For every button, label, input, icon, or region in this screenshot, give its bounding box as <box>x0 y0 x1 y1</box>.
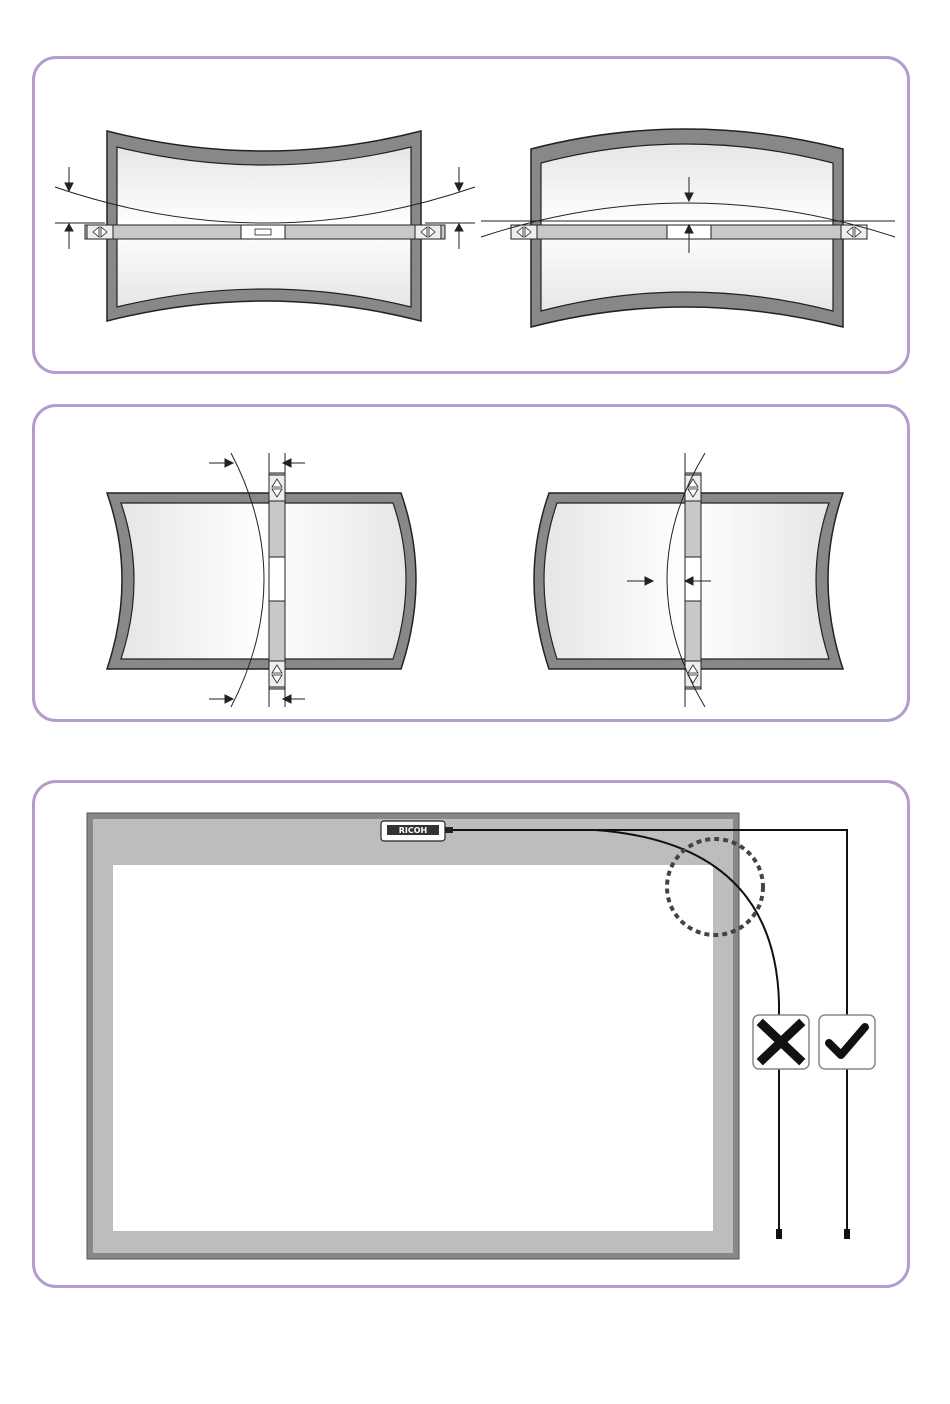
horizontal-curvature-diagram <box>35 59 913 377</box>
cable-routing-diagram: RICOH <box>35 783 913 1291</box>
sensor-unit: RICOH <box>381 821 453 841</box>
panel-cable-routing: RICOH <box>32 780 910 1288</box>
bar-end-bottom <box>269 661 285 687</box>
bar-end-left <box>87 225 113 239</box>
panel-horizontal-curvature <box>32 56 910 374</box>
vertical-curvature-diagram <box>35 407 913 725</box>
bar-end-right <box>415 225 441 239</box>
panel-vertical-curvature <box>32 404 910 722</box>
x-mark-icon <box>753 1015 809 1069</box>
bar-end-top <box>685 475 701 501</box>
concave-display-left <box>55 131 475 321</box>
sensor-logo: RICOH <box>399 826 428 835</box>
concave-display-left <box>107 453 416 707</box>
display-screen <box>113 865 713 1231</box>
bar-end-top <box>269 475 285 501</box>
sensor-center <box>269 557 285 601</box>
convex-display-right <box>534 453 843 707</box>
convex-display-right <box>481 129 895 327</box>
check-mark-icon <box>819 1015 875 1069</box>
